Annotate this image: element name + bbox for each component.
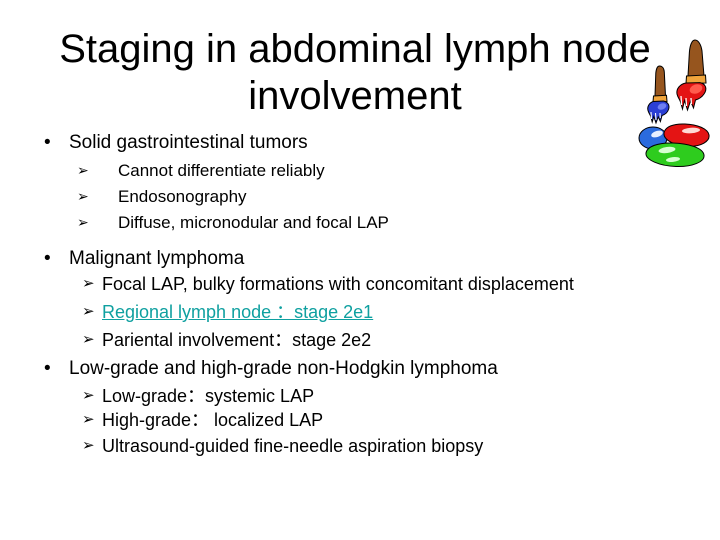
bullet-text: Low-grade and high-grade non-Hodgkin lym… [69,358,498,379]
sub-bullet-text: Diffuse, micronodular and focal LAP [118,213,389,232]
sub-bullet-text: Low-grade：systemic LAP [102,386,315,406]
sub-bullet-text: Endosonography [118,187,247,206]
sub-bullet-text: Cannot differentiate reliably [118,161,325,180]
bullet-dot-icon: • [44,132,51,153]
arrowhead-bullet-icon: ➢ [77,214,89,230]
sub-bullet-text: High-grade： localized LAP [102,410,324,430]
arrowhead-bullet-icon: ➢ [82,303,95,320]
slide-title: Staging in abdominal lymph node involvem… [0,26,710,120]
paintbrushes-paint-blobs-icon [638,39,710,168]
regional-lymph-node-link[interactable]: Regional lymph node ：stage 2e1 [102,302,374,322]
sub-bullet-text: Pariental involvement：stage 2e2 [102,330,372,350]
bullet-dot-icon: • [44,248,51,269]
bullet-text: Solid gastrointestinal tumors [69,132,308,153]
slide-title-line2: involvement [248,74,462,118]
sub-bullet-text: Focal LAP, bulky formations with concomi… [102,274,574,294]
arrowhead-bullet-icon: ➢ [82,411,95,428]
arrowhead-bullet-icon: ➢ [82,387,95,404]
bullet-dot-icon: • [44,358,51,379]
arrowhead-bullet-icon: ➢ [82,331,95,348]
arrowhead-bullet-icon: ➢ [77,188,89,204]
sub-bullet-text: Ultrasound-guided fine-needle aspiration… [102,436,484,456]
arrowhead-bullet-icon: ➢ [77,162,89,178]
arrowhead-bullet-icon: ➢ [82,275,95,292]
slide-title-line1: Staging in abdominal lymph node [59,27,651,71]
bullet-text: Malignant lymphoma [69,248,245,269]
arrowhead-bullet-icon: ➢ [82,437,95,454]
